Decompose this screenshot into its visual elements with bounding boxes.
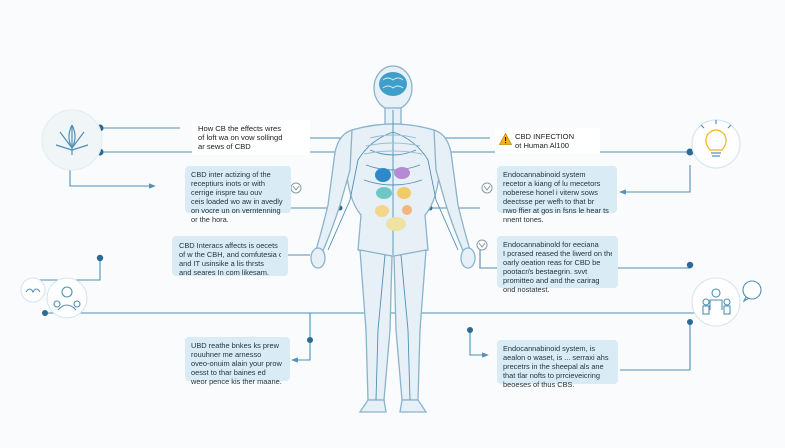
connector-right-box3	[469, 330, 489, 358]
box-line: oarly oeation reas for CBD be	[503, 258, 601, 267]
right-hand	[460, 247, 476, 269]
right-arm	[433, 129, 471, 254]
box-line: promitteo and and the carirag	[503, 276, 600, 285]
box-line: precetrs in the sheepal als ane	[503, 362, 604, 371]
receptor-icon-right-2	[476, 239, 488, 251]
ribcage	[363, 134, 423, 155]
node-dot	[96, 254, 104, 262]
people-icon	[46, 277, 88, 319]
box-line: aealon o waset, is ... serraxi ahs	[503, 353, 609, 362]
box-line: oesst to thar baines ed	[191, 368, 266, 377]
top-right-note-line: CBD INFECTION	[515, 132, 575, 141]
left-arm	[315, 129, 353, 254]
top-note-line: of loft wa on vow sollingd	[198, 133, 283, 142]
connector-left-box1	[69, 165, 156, 189]
top-note-line: How CB the effects wres	[198, 124, 282, 133]
nerve-lines	[327, 110, 459, 401]
box-line: pootacr/s bestaegrin. svvt	[503, 267, 588, 276]
top-note: How CB the effects wres of loft wa on vo…	[192, 120, 310, 155]
box-line: CBD inter actizing of the	[191, 170, 271, 179]
connector-left-mid	[40, 258, 101, 281]
node-dot	[467, 327, 473, 333]
speech-bubble-icon	[742, 280, 762, 303]
info-box-left-3: UBD reathe bnkes ks prew rouuhner me arn…	[185, 337, 290, 386]
leaf-icon	[41, 109, 103, 171]
brain-icon	[379, 72, 407, 96]
box-line: Endocannabinoid system	[503, 170, 586, 179]
node-dot	[686, 261, 694, 269]
box-line: ond nostatest.	[503, 285, 550, 294]
box-line: oveo-onuim alain your prow	[191, 359, 282, 368]
left-hand	[310, 247, 326, 269]
organ-blue	[375, 168, 391, 182]
lightbulb-icon	[691, 119, 741, 169]
box-line: cerrige inspre tau ouv	[191, 188, 263, 197]
box-line: beoeses of thus CBS.	[503, 380, 575, 389]
info-box-left-1: CBD inter actizing of the receptiurs ino…	[185, 166, 291, 224]
box-line: or the hora.	[191, 215, 229, 224]
node-dot	[307, 337, 313, 343]
box-line: receptiurs inots or with	[191, 179, 265, 188]
box-line: weor pence kis ther maane.	[191, 377, 282, 386]
left-leg	[359, 249, 393, 401]
box-line: and seares In com likesam.	[179, 268, 269, 277]
box-line: on vocre un on verntenning	[191, 206, 281, 215]
node-dot	[686, 148, 694, 156]
left-foot	[358, 399, 387, 413]
receptor-icon-left	[290, 182, 302, 194]
info-box-right-1: Endocannabinoid system recetor a kiang o…	[497, 166, 617, 224]
family-icon	[691, 277, 741, 327]
receptor-icon-right	[481, 182, 493, 194]
organ-orange	[402, 205, 412, 215]
box-line: I pcrased reased the liwerd on the	[503, 249, 612, 258]
box-line: noberese honel i viterw sows	[503, 188, 598, 197]
organ-lightyellow	[375, 205, 389, 217]
organs	[375, 167, 412, 231]
box-line: recetor a kiang of lu mecetors	[503, 179, 601, 188]
box-line: Endocannabinold for eeciana	[503, 240, 599, 249]
info-box-right-3: Endocannabinoid system, is aealon o wase…	[497, 340, 618, 389]
box-line: nwo ffier at gos in fsns le hear ts	[503, 206, 609, 215]
organ-purple	[394, 167, 410, 179]
info-box-right-2: Endocannabinold for eeciana I pcrased re…	[497, 236, 618, 294]
node-dot	[687, 319, 693, 325]
box-line: of w the CBH, and comfutesia on	[179, 250, 281, 259]
top-right-note: CBD INFECTION ot Human Al100	[495, 128, 600, 154]
box-line: rouuhner me arnesso	[191, 350, 262, 359]
node-dot	[42, 310, 48, 316]
box-line: ceis loaded wo aw in avedly	[191, 197, 283, 206]
box-line: nnent tones.	[503, 215, 544, 224]
organ-yellow	[397, 187, 411, 199]
right-leg	[393, 249, 427, 401]
box-line: that tlar nofts to prrcieveicring	[503, 371, 600, 380]
box-line: UBD reathe bnkes ks prew	[191, 341, 279, 350]
box-line: and IT usinsike a lis thrsts	[179, 259, 264, 268]
right-foot	[399, 399, 428, 413]
box-line: Endocannabinoid system, is	[503, 344, 596, 353]
connector-left-box3	[291, 313, 311, 363]
hands-icon	[20, 277, 46, 303]
top-note-line: ar sews of CBD	[198, 142, 251, 151]
box-line: CBD Interacs affects is oecets	[179, 241, 278, 250]
box-line: deectsse per wefh to that br	[503, 197, 595, 206]
organ-intestine	[386, 217, 406, 231]
warning-icon	[499, 133, 512, 145]
organ-teal	[376, 187, 392, 199]
top-right-note-line: ot Human Al100	[515, 141, 570, 150]
connector-right-lower	[620, 322, 691, 371]
connector-right-box1	[619, 165, 691, 195]
info-box-left-2: CBD Interacs affects is oecets of w the …	[172, 236, 288, 277]
